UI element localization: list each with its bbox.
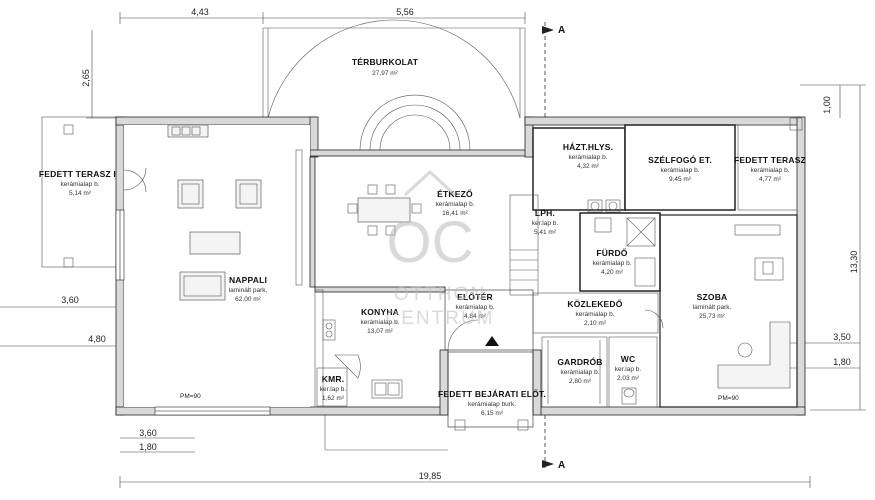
dim-top-left: 4,43	[191, 7, 209, 17]
covered-terrace-2-name: FEDETT TERASZ II.	[39, 169, 121, 179]
dim-left-360: 3,60	[61, 295, 79, 305]
covered-terrace-area: 4,77 m²	[759, 176, 782, 183]
dim-left-480: 4,80	[88, 334, 106, 344]
hall-name: ELŐTÉR	[457, 291, 493, 302]
vestibule-name: SZÉLFOGÓ ET.	[648, 154, 712, 165]
pantry: KMR. ker.lap b. 1,62 m²	[316, 367, 348, 407]
wc-material: ker.lap b.	[615, 366, 642, 373]
bathroom-material: kerámialap b.	[592, 260, 631, 267]
dining-material: kerámialap b.	[435, 201, 474, 208]
watermark-line2: CENTRUM	[386, 308, 495, 329]
utility-material: kerámialap b.	[568, 154, 607, 161]
section-label-bottom: A	[558, 460, 565, 471]
bedroom: SZOBA laminált park. 25,73 m² PM=90	[644, 214, 798, 408]
wardrobe-name: GARDRÓB	[557, 356, 602, 367]
dim-top-right: 5,56	[396, 7, 414, 17]
bathroom: FÜRDŐ kerámialap b. 4,20 m²	[579, 212, 661, 292]
stairs-area: 5,41 m²	[534, 229, 557, 236]
covered-terrace-2-material: kerámialap b.	[60, 181, 99, 188]
living-room-area: 62,00 m²	[235, 296, 261, 303]
covered-terrace-material: kerámialap b.	[750, 167, 789, 174]
watermark-logo: OC	[387, 210, 474, 275]
top-dimensions: 4,43 5,56	[119, 7, 526, 24]
corridor-name: KÖZLEKEDŐ	[567, 298, 622, 309]
pantry-area: 1,62 m²	[322, 395, 345, 402]
bottom-dimensions: 3,60 1,80 19,85	[119, 428, 811, 488]
wardrobe-area: 2,80 m²	[569, 378, 592, 385]
dim-left-vertical: 2,65	[81, 69, 91, 87]
wardrobe-material: kerámialap b.	[560, 369, 599, 376]
kitchen-area: 13,07 m²	[367, 328, 393, 335]
right-dimensions: 1,00 13,30 3,50 1,80	[770, 84, 866, 411]
stairs-material: ker.lap b.	[532, 220, 559, 227]
section-marker-top: A	[542, 22, 565, 120]
kitchen-name: KONYHA	[361, 307, 399, 317]
entrance-area: 6,15 m²	[481, 410, 504, 417]
watermark: OC OTTHON CENTRUM	[386, 169, 495, 329]
dim-bottom-total: 19,85	[419, 471, 442, 481]
utility-name: HÁZT.HLYS.	[563, 142, 613, 152]
living-room-material: laminált park.	[229, 287, 268, 294]
dim-right-1330: 13,30	[849, 251, 859, 274]
corridor: KÖZLEKEDŐ kerámialap b. 2,10 m²	[532, 292, 659, 334]
entrance-material: kerámialap burk.	[468, 401, 516, 408]
terrace-paving-area: 27,97 m²	[372, 70, 398, 77]
utility-area: 4,32 m²	[577, 163, 600, 170]
covered-terrace: FEDETT TERASZ kerámialap b. 4,77 m²	[734, 117, 806, 211]
pm-label-left: PM=90	[180, 393, 201, 400]
bathroom-name: FÜRDŐ	[596, 247, 627, 258]
kitchen: KONYHA kerámialap b. 13,07 m²	[314, 286, 446, 408]
entrance: FEDETT BEJÁRATI ELŐT. kerámialap burk. 6…	[324, 351, 546, 451]
vestibule-material: kerámialap b.	[660, 167, 699, 174]
stairs: LPH. ker.lap b. 5,41 m²	[509, 194, 559, 296]
covered-terrace-2: FEDETT TERASZ II. kerámialap b. 5,14 m²	[39, 116, 121, 268]
terrace-paving-name: TÉRBURKOLAT	[352, 57, 419, 67]
vestibule: SZÉLFOGÓ ET. kerámialap b. 9,45 m²	[624, 124, 736, 211]
watermark-line1: OTTHON	[394, 284, 486, 305]
covered-terrace-name: FEDETT TERASZ	[734, 155, 806, 165]
covered-terrace-2-area: 5,14 m²	[69, 190, 92, 197]
corridor-area: 2,10 m²	[584, 320, 607, 327]
corridor-material: kerámialap b.	[575, 311, 614, 318]
vestibule-area: 9,45 m²	[669, 176, 692, 183]
pm-label-right: PM=90	[718, 395, 739, 402]
pantry-name: KMR.	[322, 374, 345, 384]
living-room-name: NAPPALI	[229, 275, 267, 285]
entrance-name: FEDETT BEJÁRATI ELŐT.	[438, 388, 546, 399]
dim-right-350: 3,50	[833, 332, 851, 342]
utility-room: HÁZT.HLYS. kerámialap b. 4,32 m²	[532, 127, 626, 213]
wc-area: 2,03 m²	[617, 375, 640, 382]
hall-area: 4,84 m²	[464, 313, 487, 320]
section-marker-bottom: A	[542, 415, 565, 471]
living-room: NAPPALI laminált park. 62,00 m² PM=90	[115, 124, 310, 416]
dining-area: 16,41 m²	[442, 210, 468, 217]
kitchen-material: kerámialap b.	[360, 319, 399, 326]
terrace-paving: TÉRBURKOLAT 27,97 m²	[262, 19, 526, 151]
dim-bottom-360: 3,60	[139, 428, 157, 438]
bedroom-area: 25,73 m²	[699, 313, 725, 320]
dim-right-100: 1,00	[822, 96, 832, 114]
dim-bottom-180: 1,80	[139, 442, 157, 452]
section-label-top: A	[558, 25, 565, 36]
hall-material: kerámialap b.	[455, 304, 494, 311]
pantry-material: ker.lap b.	[320, 386, 347, 393]
dim-right-180: 1,80	[833, 357, 851, 367]
bedroom-material: laminált park.	[693, 304, 732, 311]
stairs-name: LPH.	[535, 208, 555, 218]
wc-name: WC	[621, 354, 636, 364]
wc: WC ker.lap b. 2,03 m²	[608, 336, 658, 408]
bedroom-name: SZOBA	[697, 292, 728, 302]
wardrobe: GARDRÓB kerámialap b. 2,80 m²	[541, 336, 608, 408]
bathroom-area: 4,20 m²	[601, 269, 624, 276]
